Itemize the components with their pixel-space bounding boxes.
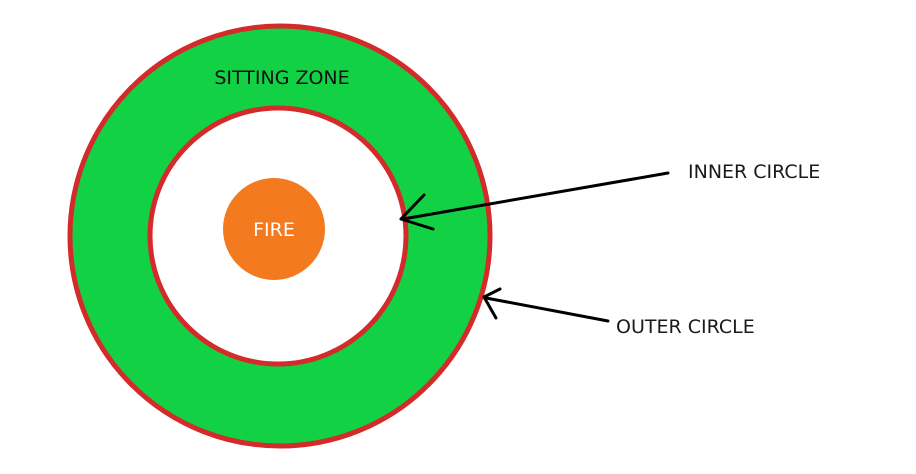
outer-circle-arrow-head xyxy=(482,287,502,320)
inner-circle-arrow-shaft xyxy=(401,171,670,221)
fire-label: FIRE xyxy=(253,219,295,241)
sitting-zone-label: SITTING ZONE xyxy=(214,67,349,89)
inner-circle-arrow-head xyxy=(399,193,435,231)
outer-circle-arrow-shaft xyxy=(484,296,610,323)
inner-circle-arrow xyxy=(399,171,670,231)
outer-circle-arrow xyxy=(482,287,610,323)
inner-circle-label: INNER CIRCLE xyxy=(688,161,820,183)
fire-circle xyxy=(223,178,325,280)
outer-circle-label: OUTER CIRCLE xyxy=(616,316,755,338)
